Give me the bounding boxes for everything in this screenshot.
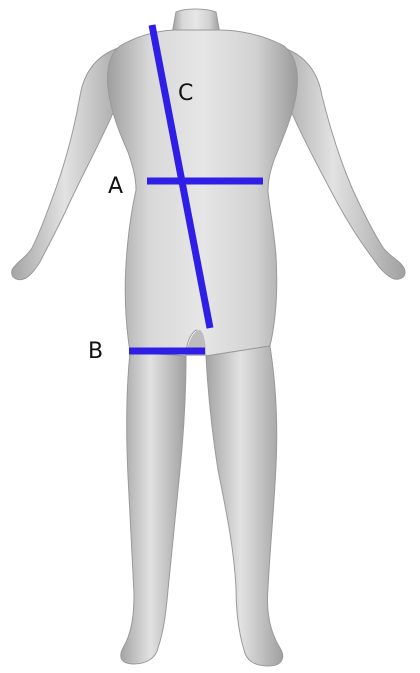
mannequin-body: [12, 9, 405, 666]
right-leg: [206, 346, 283, 666]
left-leg: [121, 352, 186, 664]
label-b: B: [88, 339, 103, 364]
label-c: C: [178, 81, 193, 106]
label-a: A: [108, 174, 123, 199]
